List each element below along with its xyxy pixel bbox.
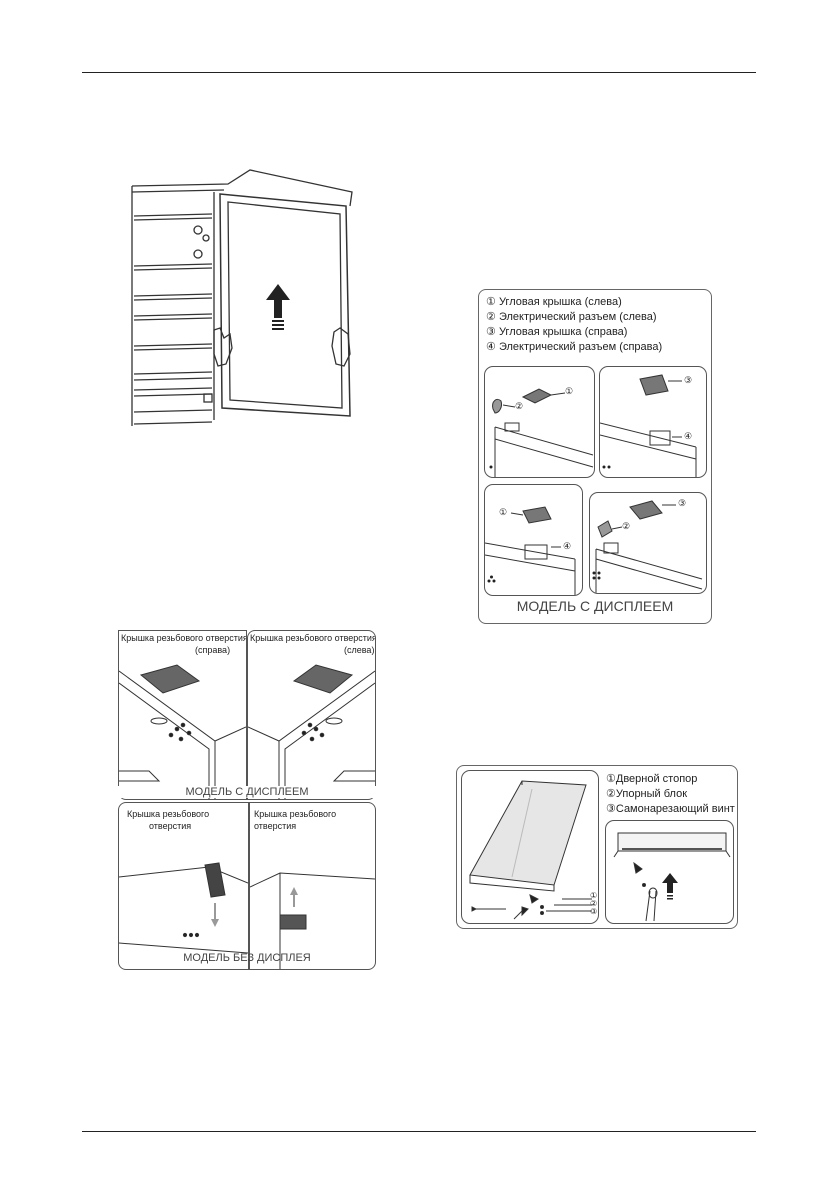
door-stopper-figure: ① ② ③ ①Дверной стопор ②Упорный блок ③Сам… — [456, 765, 738, 929]
stopper-legend-label-3: Самонарезающий винт — [615, 803, 735, 815]
legend-label-3: Угловая крышка (справа) — [498, 326, 628, 338]
cover-label-top-right-1: Крышка резьбового отверстия — [250, 633, 376, 643]
connector-panel-top-left: ① ② — [484, 366, 595, 478]
footer-rule — [82, 1131, 756, 1132]
legend-label-4: Электрический разъем (справа) — [498, 341, 663, 353]
header-rule — [82, 72, 756, 73]
panel-marker-b1: ③ — [684, 375, 693, 385]
panel-marker-b2: ④ — [684, 431, 693, 441]
legend-label-1: Угловая крышка (слева) — [498, 296, 622, 308]
stopper-detail-panel — [605, 820, 734, 924]
panel-marker-a2: ② — [515, 401, 524, 411]
stopper-legend-marker-1: ① — [606, 773, 616, 785]
legend-marker-1: ① — [486, 296, 496, 308]
cover-label-bottom-left-2: отверстия — [149, 821, 192, 831]
stopper-legend-label-1: Дверной стопор — [615, 773, 698, 785]
stopper-legend-label-2: Упорный блок — [615, 788, 688, 800]
stopper-marker-2: ② — [590, 899, 598, 908]
cover-caption-no-display: МОДЕЛЬ БЕЗ ДИСПЛЕЯ — [183, 952, 311, 964]
cover-caption-display: МОДЕЛЬ С ДИСПЛЕЕМ — [118, 786, 376, 798]
stopper-legend-1: ①Дверной стопор — [606, 772, 697, 785]
connector-panel-bottom-right: ③ ② — [589, 492, 707, 594]
stopper-marker-1: ① — [590, 891, 598, 900]
cover-panel-top-left: Крышка резьбового отверстия (справа) — [118, 630, 247, 800]
stopper-legend-2: ②Упорный блок — [606, 787, 687, 800]
panel-marker-a1: ① — [565, 386, 574, 396]
stopper-legend-marker-3: ③ — [606, 803, 616, 815]
legend-marker-2: ② — [486, 311, 496, 323]
legend-marker-4: ④ — [486, 341, 496, 353]
connectors-figure: ① Угловая крышка (слева) ② Электрический… — [478, 289, 712, 624]
cover-panel-bottom-right: Крышка резьбового отверстия — [249, 802, 376, 970]
connectors-caption: МОДЕЛЬ С ДИСПЛЕЕМ — [516, 598, 674, 614]
stopper-door-panel: ① ② ③ — [461, 770, 599, 924]
panel-marker-d1: ③ — [678, 498, 687, 508]
legend-item-1: ① Угловая крышка (слева) — [486, 295, 622, 308]
cover-label-top-left-1: Крышка резьбового отверстия — [121, 633, 247, 643]
stopper-marker-3: ③ — [590, 907, 598, 916]
cover-label-bottom-right-2: отверстия — [254, 821, 297, 831]
panel-marker-d2: ② — [622, 521, 631, 531]
legend-item-4: ④ Электрический разъем (справа) — [486, 340, 662, 353]
cover-label-bottom-left-1: Крышка резьбового — [127, 809, 210, 819]
cover-label-top-left-2: (справа) — [195, 645, 231, 655]
cover-label-top-right-2: (слева) — [344, 645, 375, 655]
stopper-legend-3: ③Самонарезающий винт — [606, 802, 735, 815]
legend-marker-3: ③ — [486, 326, 496, 338]
connector-panel-top-right: ③ ④ — [599, 366, 707, 478]
stopper-legend-marker-2: ② — [606, 788, 616, 800]
legend-item-2: ② Электрический разъем (слева) — [486, 310, 656, 323]
cover-panel-top-right: Крышка резьбового отверстия (слева) — [247, 630, 376, 800]
panel-marker-c1: ① — [499, 507, 508, 517]
cover-panel-bottom-left: Крышка резьбового отверстия — [118, 802, 249, 970]
connector-panel-bottom-left: ① ④ — [484, 484, 583, 596]
screw-cover-figure: Крышка резьбового отверстия (справа) Кры… — [118, 630, 376, 970]
legend-label-2: Электрический разъем (слева) — [498, 311, 657, 323]
legend-item-3: ③ Угловая крышка (справа) — [486, 325, 627, 338]
door-lift-illustration — [128, 168, 368, 430]
cover-label-bottom-right-1: Крышка резьбового — [254, 809, 337, 819]
panel-marker-c2: ④ — [563, 541, 572, 551]
